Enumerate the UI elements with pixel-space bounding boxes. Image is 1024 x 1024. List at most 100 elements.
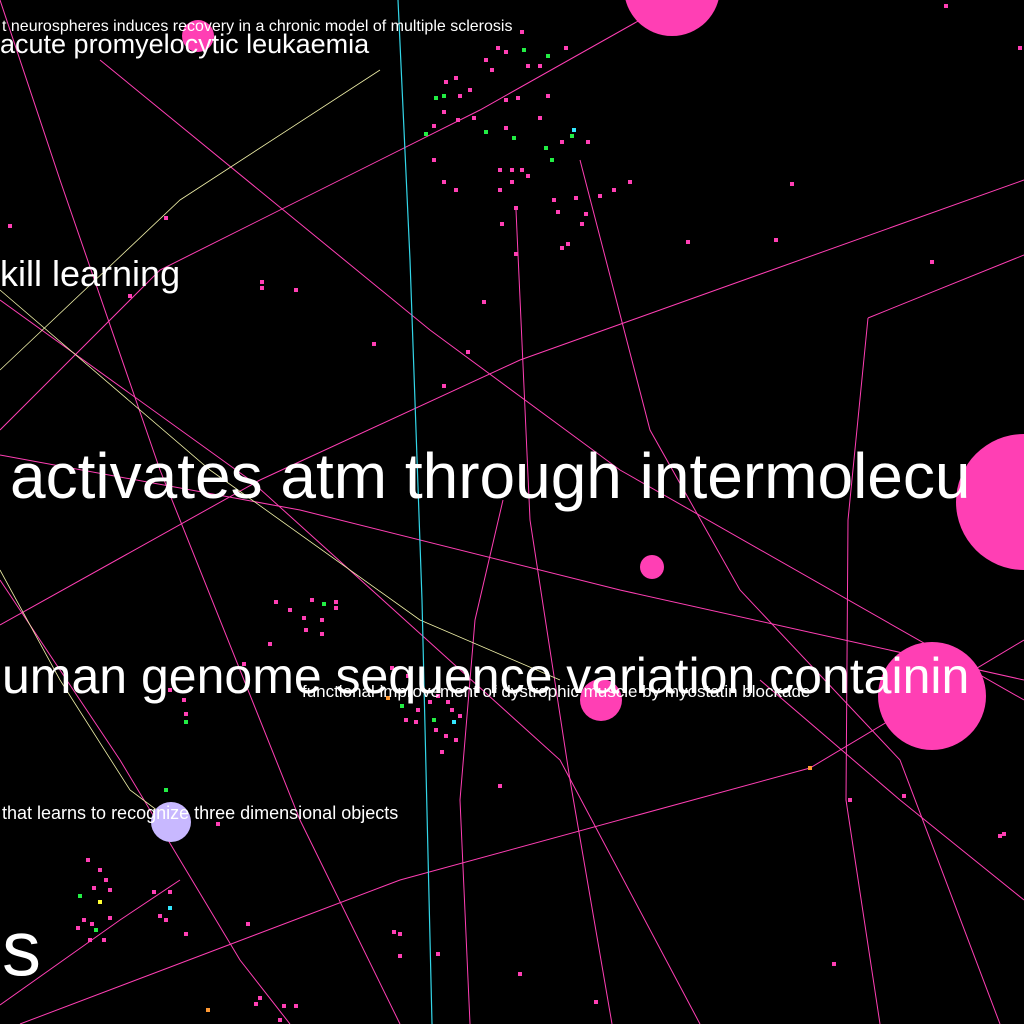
paper-dot — [304, 628, 308, 632]
paper-dot — [458, 94, 462, 98]
network-edge — [867, 254, 1024, 319]
paper-dot — [510, 168, 514, 172]
paper-dot — [482, 300, 486, 304]
paper-dot — [322, 602, 326, 606]
paper-label-s: s — [2, 904, 41, 992]
paper-dot — [504, 126, 508, 130]
paper-dot — [302, 616, 306, 620]
paper-dot — [432, 158, 436, 162]
paper-dot — [128, 294, 132, 298]
paper-dot — [434, 96, 438, 100]
paper-dot — [168, 688, 172, 692]
paper-dot — [334, 606, 338, 610]
paper-dot — [1002, 832, 1006, 836]
paper-dot — [514, 252, 518, 256]
paper-dot — [510, 180, 514, 184]
topic-node — [625, 0, 719, 36]
paper-dot — [522, 48, 526, 52]
network-edge — [579, 159, 1001, 1024]
paper-dot — [572, 128, 576, 132]
paper-dot — [392, 930, 396, 934]
paper-dot — [444, 734, 448, 738]
paper-dot — [90, 922, 94, 926]
paper-dot — [1018, 46, 1022, 50]
paper-label-leukaemia: acute promyelocytic leukaemia — [0, 29, 370, 59]
paper-dot — [832, 962, 836, 966]
paper-dot — [400, 704, 404, 708]
paper-dot — [182, 698, 186, 702]
topic-node — [878, 642, 986, 750]
paper-dot — [184, 712, 188, 716]
paper-dot — [246, 922, 250, 926]
paper-label-myostatin: functional improvement of dystrophic mus… — [302, 682, 810, 701]
paper-dot — [104, 878, 108, 882]
paper-dot — [320, 632, 324, 636]
paper-dot — [472, 116, 476, 120]
paper-dot — [320, 618, 324, 622]
paper-label-3d-objects: that learns to recognize three dimension… — [2, 803, 398, 823]
paper-dot — [434, 728, 438, 732]
paper-dot — [398, 954, 402, 958]
paper-dot — [282, 1004, 286, 1008]
paper-dot — [570, 134, 574, 138]
paper-dot — [552, 198, 556, 202]
paper-dot — [184, 720, 188, 724]
paper-dot — [498, 168, 502, 172]
network-edge — [759, 679, 1024, 901]
paper-dot — [432, 124, 436, 128]
network-edge — [845, 317, 881, 1024]
paper-dot — [274, 600, 278, 604]
paper-dot — [498, 188, 502, 192]
paper-dot — [424, 132, 428, 136]
paper-dot — [258, 996, 262, 1000]
paper-dot — [398, 932, 402, 936]
paper-dot — [628, 180, 632, 184]
paper-dot — [564, 46, 568, 50]
paper-dot — [526, 174, 530, 178]
paper-dot — [504, 50, 508, 54]
paper-dot — [278, 1018, 282, 1022]
paper-dot — [92, 886, 96, 890]
paper-dot — [414, 720, 418, 724]
paper-dot — [310, 598, 314, 602]
paper-dot — [504, 98, 508, 102]
paper-dot — [520, 30, 524, 34]
paper-dot — [98, 868, 102, 872]
paper-dot — [566, 242, 570, 246]
paper-dot — [168, 810, 172, 814]
paper-dot — [586, 140, 590, 144]
paper-dot — [216, 822, 220, 826]
paper-dot — [496, 46, 500, 50]
paper-dot — [848, 798, 852, 802]
paper-dot — [580, 222, 584, 226]
paper-label-atm: activates atm through intermolecu — [10, 440, 970, 512]
paper-dot — [164, 788, 168, 792]
paper-dot — [774, 238, 778, 242]
paper-dot — [184, 932, 188, 936]
paper-dot — [514, 206, 518, 210]
paper-label-neurospheres: t neurospheres induces recovery in a chr… — [2, 18, 512, 35]
paper-dot — [432, 718, 436, 722]
paper-dot — [790, 182, 794, 186]
network-edge — [0, 0, 401, 1024]
paper-dot — [86, 858, 90, 862]
network-edge — [0, 69, 381, 371]
paper-label-genome: uman genome sequence variation containin — [2, 648, 969, 704]
paper-dot — [454, 76, 458, 80]
paper-dot — [428, 700, 432, 704]
paper-dot — [598, 194, 602, 198]
paper-dot — [390, 666, 394, 670]
paper-dot — [458, 714, 462, 718]
paper-dot — [452, 720, 456, 724]
paper-dot — [242, 662, 246, 666]
paper-dot — [206, 1008, 210, 1012]
paper-dot — [164, 216, 168, 220]
paper-dot — [442, 180, 446, 184]
paper-dot — [556, 210, 560, 214]
topic-node — [182, 20, 214, 52]
paper-dot — [538, 116, 542, 120]
highlight-edge — [397, 0, 433, 1024]
paper-dot — [454, 188, 458, 192]
